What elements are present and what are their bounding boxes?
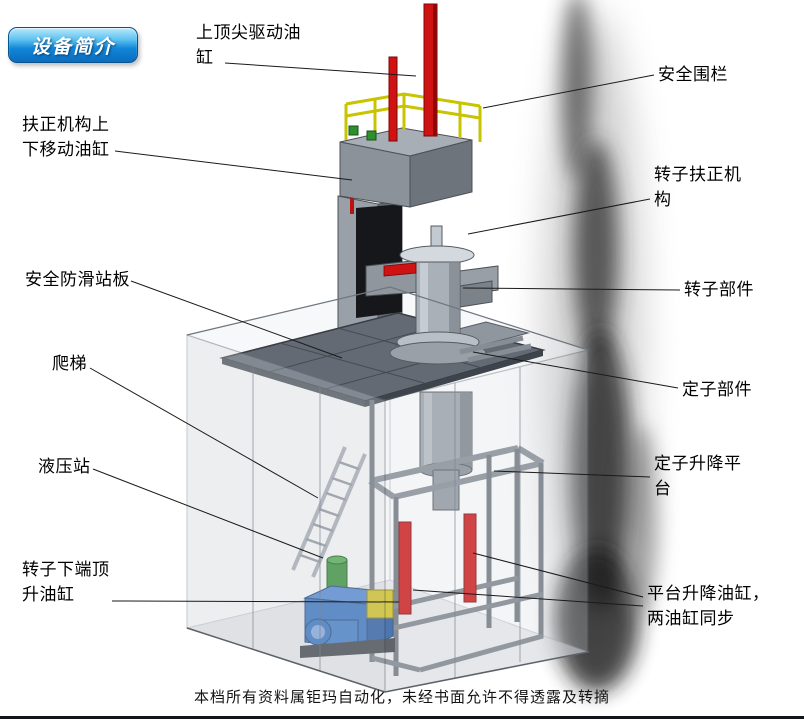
leader-platform-cylinder-a [472, 552, 644, 598]
platform-lift-cylinders-red [398, 513, 477, 615]
callout-stator-component: 定子部件 [682, 380, 752, 399]
top-drive-cylinder-red [388, 3, 438, 142]
leader-centering-updown-cylinder [114, 150, 353, 181]
railing-green-blocks [348, 125, 377, 141]
callout-top-center-drive-cylinder: 上顶尖驱动油缸 [196, 23, 301, 67]
frame-top-rail [459, 335, 532, 363]
callout-rotor-component: 转子部件 [684, 280, 754, 299]
leader-stator-component [472, 351, 679, 389]
enclosure-box [186, 286, 589, 693]
leader-rotor-centering-mechanism [467, 198, 651, 235]
leader-hydraulic-station [92, 468, 324, 559]
callout-stator-lift-platform: 定子升降平台 [654, 454, 742, 498]
title-badge: 设备简介 [8, 27, 138, 63]
callout-rotor-bottom-jack-cylinder: 转子下端顶升油缸 [22, 560, 110, 604]
leader-top-drive-cylinder [224, 62, 417, 77]
leader-rotor-component [462, 287, 681, 291]
rotor-centering-red-band [383, 262, 417, 277]
leader-antislip-platform [130, 280, 343, 359]
callout-hydraulic-station: 液压站 [38, 457, 91, 476]
leader-ladder [89, 367, 319, 499]
callout-antislip-platform: 安全防滑站板 [25, 270, 130, 289]
yellow-power-unit [366, 589, 394, 619]
hydraulic-station-unit [300, 555, 395, 658]
callout-rotor-centering-mechanism: 转子扶正机构 [654, 165, 742, 209]
copyright-footer: 本档所有资料属钜玛自动化，未经书面允许不得透露及转摘 [193, 689, 610, 706]
leader-rotor-bottom-jack-cylinder [111, 600, 400, 603]
callout-centering-updown-cylinder: 扶正机构上下移动油缸 [22, 115, 110, 159]
callout-platform-lift-cylinders: 平台升降油缸，两油缸同步 [647, 584, 770, 628]
stator-assembly [419, 391, 473, 511]
leader-lines [89, 62, 681, 607]
leader-stator-lift-platform [493, 470, 651, 478]
bottom-border-bar [0, 716, 804, 719]
leader-platform-cylinder-b [412, 589, 644, 607]
callout-safety-fence: 安全围栏 [658, 65, 728, 84]
safety-railing [344, 92, 482, 142]
smoke-shadow [543, 0, 658, 692]
leader-safety-fence [482, 74, 655, 109]
callout-ladder: 爬梯 [52, 354, 87, 373]
